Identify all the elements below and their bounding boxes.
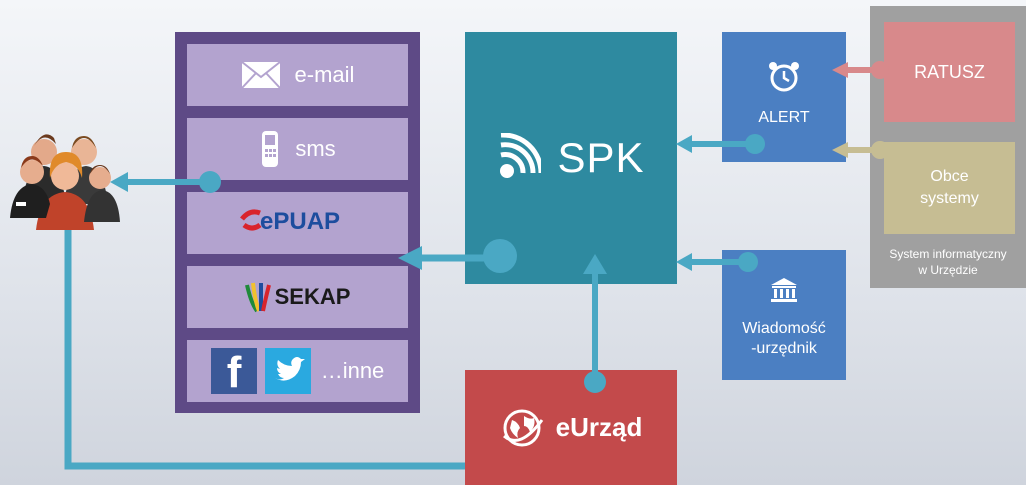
alarm-clock-icon	[722, 60, 846, 99]
ratusz-box: RATUSZ	[884, 22, 1015, 122]
wiadomosc-box: Wiadomość -urzędnik	[722, 250, 846, 380]
channel-sekap: SEKAP	[187, 266, 408, 328]
system-caption: System informatyczny w Urzędzie	[870, 246, 1026, 278]
obce-label-1: Obce	[930, 168, 969, 185]
spk-label: SPK	[557, 134, 645, 181]
system-caption-2: w Urzędzie	[918, 263, 978, 277]
channel-sms-label: sms	[295, 136, 336, 161]
channel-email: e-mail	[187, 44, 408, 106]
obce-systemy-box: Obce systemy	[884, 142, 1015, 234]
spk-box: SPK	[465, 32, 677, 284]
obce-label-2: systemy	[920, 190, 979, 207]
alert-box: ALERT	[722, 32, 846, 162]
wiadomosc-label-1: Wiadomość	[742, 320, 826, 337]
envelope-icon	[240, 61, 281, 89]
channel-inne: f …inne	[187, 340, 408, 402]
channel-sms: sms	[187, 118, 408, 180]
eurzad-to-people-line	[64, 218, 470, 470]
ratusz-label: RATUSZ	[914, 61, 985, 82]
broadcast-signal-icon	[500, 133, 542, 178]
facebook-icon: f	[210, 348, 257, 397]
alert-label: ALERT	[758, 109, 810, 126]
channel-inne-label: …inne	[320, 358, 385, 383]
epuap-logo: ePUAP	[238, 205, 358, 241]
sekap-logo: SEKAP	[244, 281, 351, 313]
sekap-emblem-icon	[244, 282, 271, 313]
channel-epuap: ePUAP	[187, 192, 408, 254]
people-group-icon	[8, 118, 120, 230]
eurzad-box: eUrząd	[465, 370, 677, 485]
channel-email-label: e-mail	[294, 62, 355, 87]
system-caption-1: System informatyczny	[889, 247, 1007, 261]
sekap-label: SEKAP	[274, 284, 351, 309]
globe-icon	[502, 409, 543, 446]
institution-building-icon	[722, 276, 846, 309]
epuap-logo-text: ePUAP	[260, 208, 340, 235]
wiadomosc-label-2: -urzędnik	[751, 340, 817, 357]
twitter-icon	[264, 348, 311, 394]
mobile-phone-icon	[259, 129, 281, 169]
channels-panel: e-mail sms ePUAP SEKAP f	[175, 32, 420, 413]
eurzad-label: eUrząd	[555, 412, 643, 442]
